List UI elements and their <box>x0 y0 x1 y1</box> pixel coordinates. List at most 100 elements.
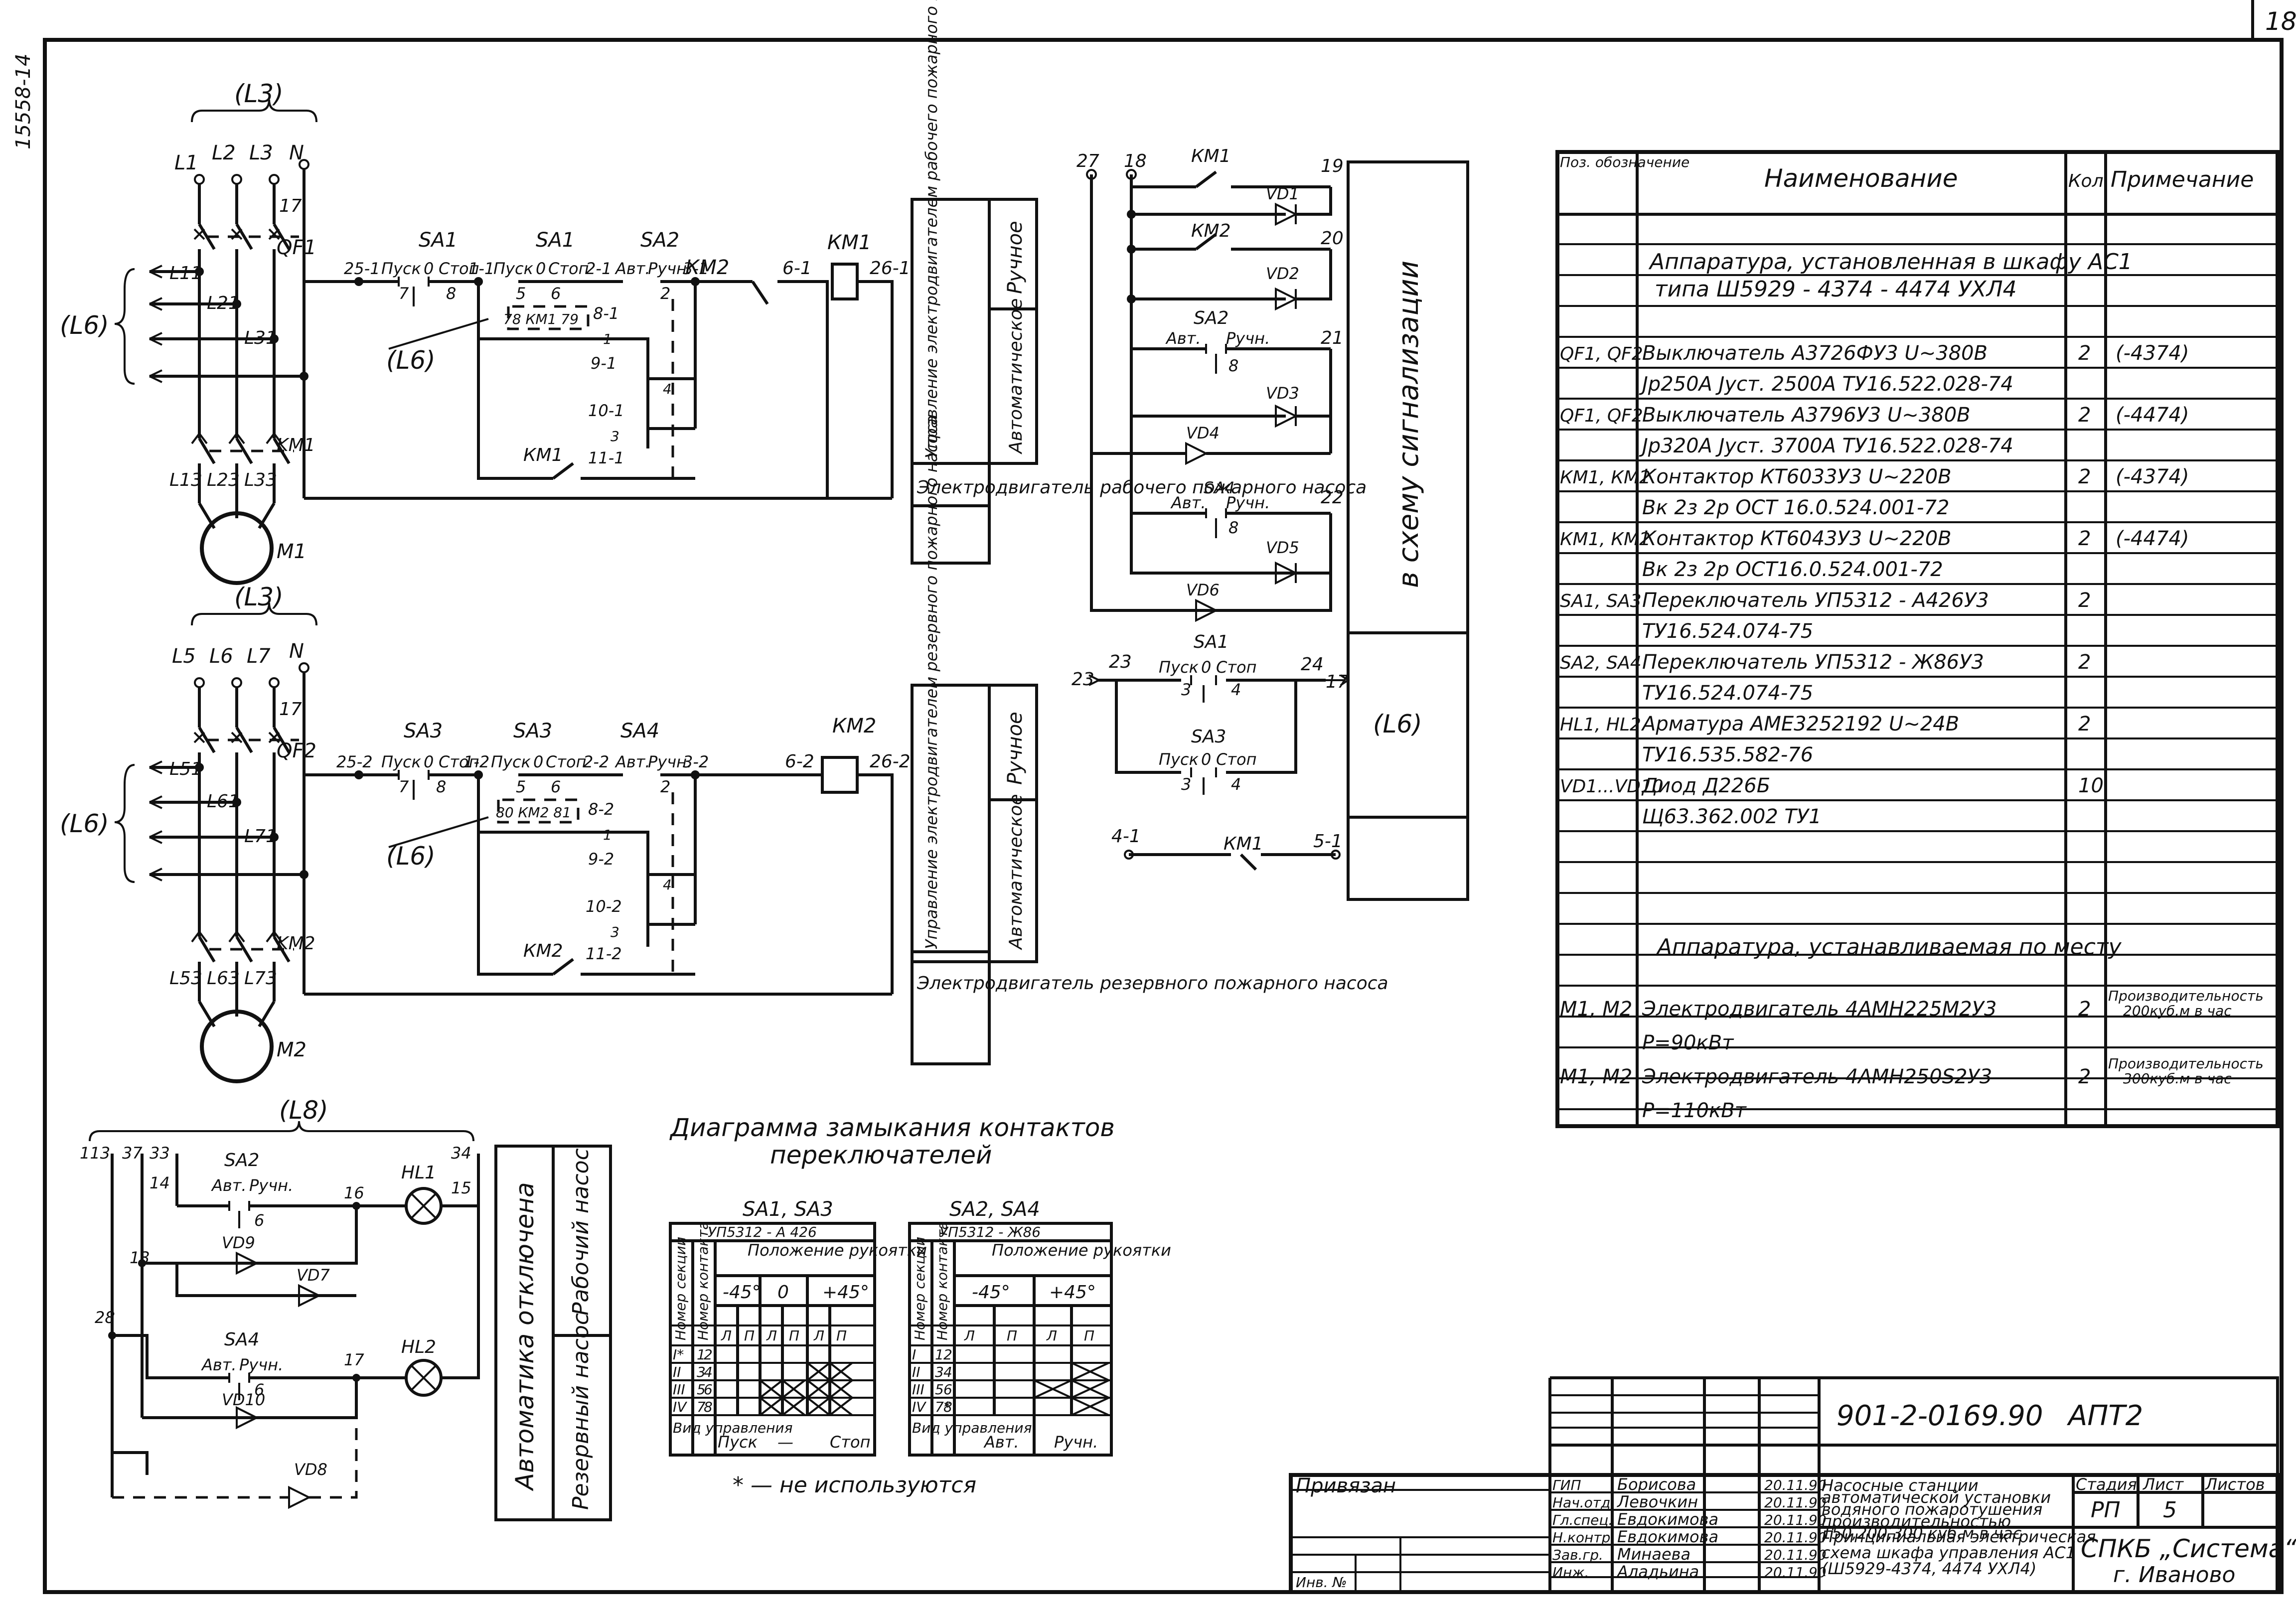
spec-name: ТУ16.524.074-75 <box>1642 682 1813 705</box>
cd-title-1: Диаграмма замыкания контактов <box>669 1113 1115 1142</box>
c1-c4: 4 <box>663 381 672 397</box>
spec-pos: QF1, QF2 <box>1560 406 1643 426</box>
spec-name: ТУ16.535.582-76 <box>1642 743 1813 766</box>
tb-date: 20.11.90 <box>1764 1494 1827 1511</box>
sig-km2: КМ2 <box>1191 221 1231 241</box>
ind-n14: 14 <box>150 1174 170 1192</box>
cd-t1-contact-a: 1 <box>697 1346 706 1363</box>
c1-label-title: Управление электродвигателем рабочего по… <box>922 0 941 458</box>
c2-stop-2: Стоп <box>546 752 586 771</box>
ind-man-1: Ручн. <box>249 1176 293 1195</box>
cd-t2-contact-b: 4 <box>943 1364 952 1380</box>
c1-sa2: SA2 <box>640 229 679 252</box>
cd-t1-cross <box>759 1397 783 1416</box>
c2-c3: 3 <box>611 924 619 940</box>
c2-coil: КМ2 <box>832 715 876 737</box>
cd-footnote: * — не используются <box>733 1472 976 1498</box>
cd-t1-sec: III <box>673 1381 685 1398</box>
cd-t2-contact-a: 1 <box>935 1346 944 1363</box>
phase-l7: L7 <box>247 645 271 668</box>
cd-t1-contact-b: 4 <box>704 1364 713 1380</box>
spec-h-qty: Кол. <box>2068 171 2109 191</box>
sig-c8-2: 8 <box>1228 518 1238 537</box>
spec-pos: QF1, QF2 <box>1560 344 1643 364</box>
c1-pusk-2: Пуск <box>493 259 534 278</box>
sheet-number: 18 <box>2265 7 2296 36</box>
ind-man-2: Ручн. <box>239 1355 283 1374</box>
cd-t1-cross <box>806 1397 831 1416</box>
cd-t2-sub: П <box>1084 1327 1094 1344</box>
spec-pos: HL1, HL2 <box>1560 715 1641 735</box>
cd-t2-mode-2: Ручн. <box>1054 1433 1098 1452</box>
sig-stop-2: Стоп <box>1216 750 1256 769</box>
cd-t2-sub: Л <box>964 1327 975 1344</box>
cd-t1-sub: Л <box>766 1327 777 1344</box>
c2-n3: 3-2 <box>683 752 709 771</box>
cd-t1-model: УП5312 - А 426 <box>708 1224 817 1240</box>
c2-label-title: Управление электродвигателем резервного … <box>922 415 941 949</box>
wire-l21: L21 <box>207 293 240 313</box>
phase-l3: L3 <box>249 142 273 164</box>
contact-diagram: Диаграмма замыкания контактов переключат… <box>669 1113 1171 1498</box>
ind-vd9: VD9 <box>222 1233 255 1252</box>
c2-c7: 7 <box>399 777 409 796</box>
control-circuit-1: 25-1 Пуск 0 Стоп SA1 7 8 1-1 SA1 Пуск 0 … <box>304 0 1367 565</box>
cd-t1-cross <box>781 1379 806 1399</box>
cd-t1-sub: Л <box>721 1327 732 1344</box>
sig-zero-2: 0 <box>1201 750 1211 769</box>
motor-m1-symbol <box>200 511 274 585</box>
c1-n3: 3-1 <box>683 259 709 278</box>
motor-m2-symbol <box>200 1010 274 1083</box>
ind-hl1: HL1 <box>401 1163 436 1183</box>
cd-t2-hcont: Номер контакта <box>934 1221 950 1340</box>
c2-c6: 6 <box>551 777 561 796</box>
spec-pos: VD1...VD10 <box>1560 776 1664 797</box>
tb-name: Евдокимова <box>1617 1527 1718 1546</box>
ind-n28: 28 <box>95 1308 115 1327</box>
spec-qty: 2 <box>2078 465 2091 488</box>
c1-hold: КМ1 <box>523 445 563 465</box>
c1-n6: 6-1 <box>782 258 812 279</box>
wire-l31: L31 <box>244 328 277 348</box>
spec-name: Jр250А Jуст. 2500А ТУ16.522.028-74 <box>1639 373 2013 396</box>
wire-l71: L71 <box>244 826 277 847</box>
spec-pos: SA1, SA3 <box>1560 591 1642 611</box>
breaker-qf2: QF2 <box>277 739 316 762</box>
sig-c8-1: 8 <box>1228 356 1238 375</box>
ind-c6-1: 6 <box>254 1211 264 1230</box>
c2-c8: 8 <box>436 777 446 796</box>
wire-l23: L23 <box>207 470 240 490</box>
c1-coil: КМ1 <box>827 231 871 254</box>
c2-zero-2: 0 <box>533 752 543 771</box>
c1-aux-box: 78 КМ1 79 <box>503 311 579 327</box>
c2-c4: 4 <box>663 877 672 893</box>
cd-t2-sec: I <box>912 1346 916 1363</box>
spec-name: Щ63.362.002 ТУ1 <box>1642 805 1822 828</box>
spec-pos: КМ1, КМ2 <box>1560 529 1651 550</box>
breaker-qf1: QF1 <box>277 236 316 259</box>
cd-t2-sec: II <box>912 1364 920 1380</box>
cd-t1-cross <box>829 1397 853 1416</box>
c2-c2: 2 <box>660 777 670 796</box>
cable-l6-1: (L6) <box>60 311 109 340</box>
spec-note: 200куб.м в час <box>2123 1003 2232 1019</box>
sig-zero-1: 0 <box>1201 658 1211 677</box>
sheet-code: АПТ2 <box>2067 1400 2143 1432</box>
spec-name: Выключатель А3726ФУ3 U~380В <box>1642 342 1988 365</box>
c1-cable: (L6) <box>386 346 436 375</box>
c2-label-motor: Электродвигатель резервного пожарного на… <box>917 973 1388 994</box>
tb-name: Евдокимова <box>1617 1510 1718 1529</box>
sheet-value: 5 <box>2163 1497 2177 1523</box>
cable-l6-2: (L6) <box>60 809 109 838</box>
sig-box-cable: (L6) <box>1373 710 1422 738</box>
cd-t1-sub: П <box>744 1327 755 1344</box>
ind-label-work: Рабочий насос <box>568 1148 594 1316</box>
cd-t2-contact-a: 5 <box>935 1381 944 1398</box>
ind-n34: 34 <box>451 1144 471 1163</box>
ind-n37: 37 <box>122 1144 143 1163</box>
sig-man-2: Ручн. <box>1226 493 1270 512</box>
c1-n11: 11-1 <box>588 448 624 467</box>
wire-l53: L53 <box>169 968 202 989</box>
cd-t2-pos-2: +45° <box>1049 1282 1096 1303</box>
